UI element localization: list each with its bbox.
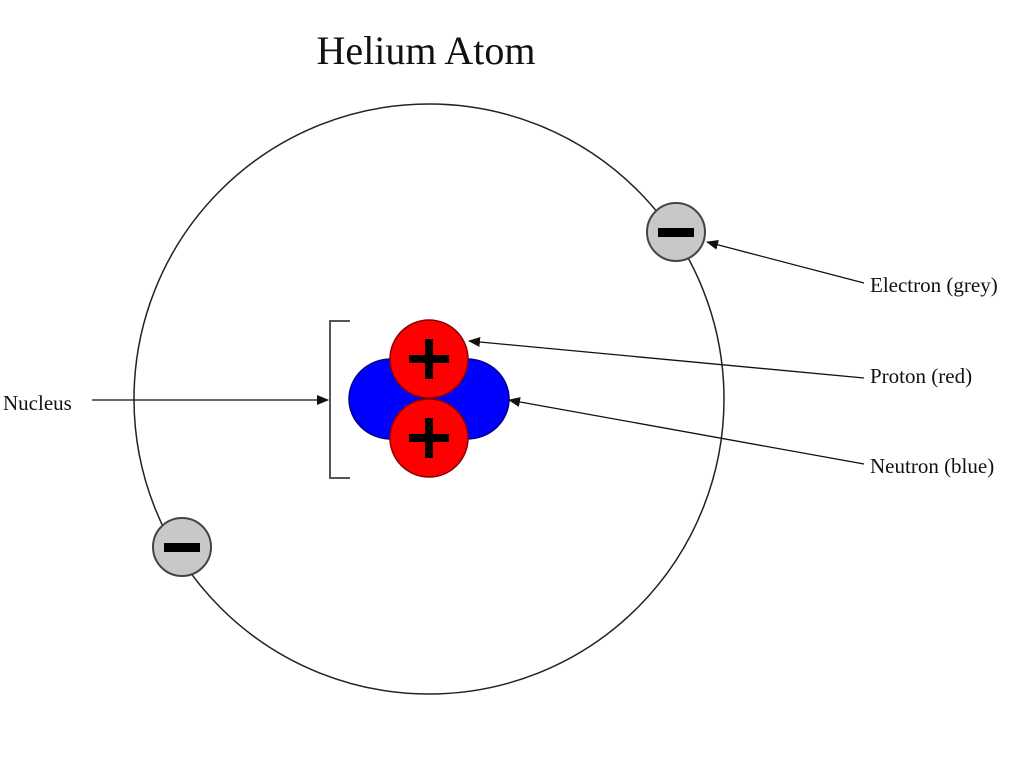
electron-bottom-left (152, 517, 212, 577)
diagram-title: Helium Atom (317, 28, 536, 73)
plus-icon (409, 339, 449, 458)
minus-icon (164, 543, 200, 552)
nucleus-bracket (329, 320, 350, 479)
neutron-label: Neutron (blue) (870, 454, 994, 478)
nucleus (348, 319, 510, 478)
electron-arrow (706, 239, 865, 284)
electron-orbit (133, 103, 725, 695)
proton-label: Proton (red) (870, 364, 972, 388)
proton-arrow (468, 337, 865, 379)
nucleus-label: Nucleus (3, 391, 72, 415)
neutron-arrow (508, 397, 865, 465)
electron-top-right (646, 202, 706, 262)
electron-label: Electron (grey) (870, 273, 998, 297)
minus-icon (658, 228, 694, 237)
